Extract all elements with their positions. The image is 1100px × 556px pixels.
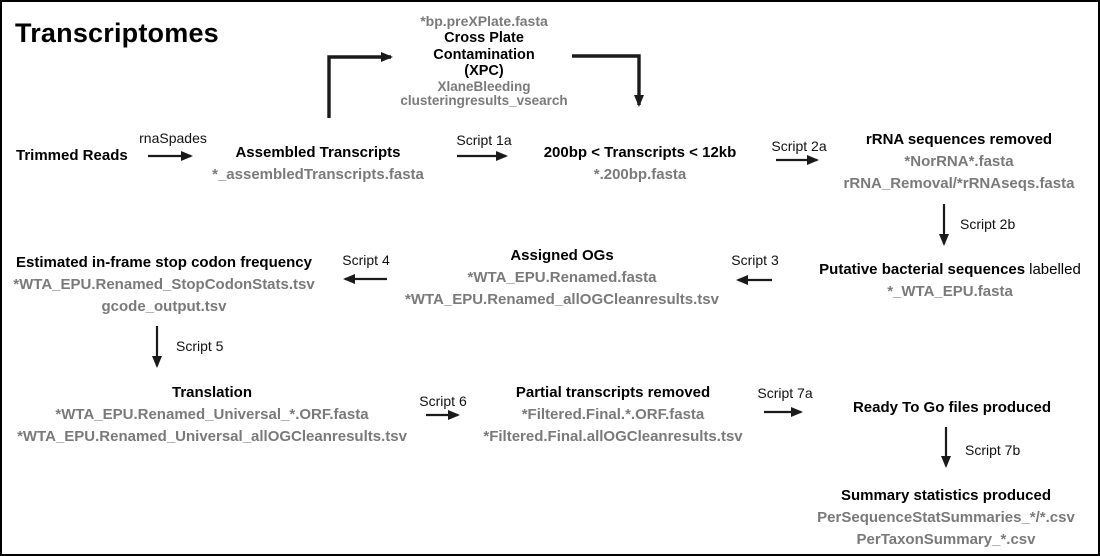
edge-label-script-2b: Script 2b bbox=[960, 216, 1016, 232]
file-name: *NorRNA*.fasta bbox=[904, 153, 1014, 170]
page-title: Transcriptomes bbox=[15, 18, 219, 48]
node-length-filtered: 200bp < Transcripts < 12kb *.200bp.fasta bbox=[544, 142, 737, 186]
file-name: PerSequenceStatSummaries_*/*.csv bbox=[817, 509, 1075, 526]
node-partial-transcripts-removed: Partial transcripts removed *Filtered.Fi… bbox=[483, 382, 742, 448]
node-title: Summary statistics produced bbox=[840, 487, 1052, 504]
arrow-xpc-to-length-filter bbox=[572, 54, 644, 107]
node-title: Estimated in-frame stop codon frequency bbox=[16, 254, 312, 271]
file-name: XlaneBleeding bbox=[437, 78, 531, 94]
file-name: *WTA_EPU.Renamed_allOGCleanresults.tsv bbox=[405, 291, 719, 308]
node-title: Assembled Transcripts bbox=[235, 144, 401, 161]
edge-label-script-3: Script 3 bbox=[731, 252, 779, 268]
node-summary-statistics: Summary statistics produced PerSequenceS… bbox=[817, 485, 1075, 551]
edge-label-rnaspades: rnaSpades bbox=[139, 130, 207, 146]
edge-label-script-2a: Script 2a bbox=[771, 138, 827, 154]
node-title: Assigned OGs bbox=[510, 247, 614, 264]
file-name: *_assembledTranscripts.fasta bbox=[212, 166, 424, 183]
file-name: clusteringresults_vsearch bbox=[400, 93, 568, 108]
node-title: rRNA sequences removed bbox=[865, 131, 1053, 148]
arrow-assembled-to-xpc bbox=[327, 52, 393, 118]
node-title-regular: labelled bbox=[1029, 261, 1081, 278]
node-assigned-ogs: Assigned OGs *WTA_EPU.Renamed.fasta *WTA… bbox=[405, 245, 719, 311]
file-name: PerTaxonSummary_*.csv bbox=[856, 531, 1036, 548]
node-rrna-removed: rRNA sequences removed *NorRNA*.fasta rR… bbox=[844, 129, 1075, 195]
node-translation: Translation *WTA_EPU.Renamed_Universal_*… bbox=[17, 382, 407, 448]
file-name: *Filtered.Final.*.ORF.fasta bbox=[521, 406, 705, 423]
file-name: *.200bp.fasta bbox=[593, 166, 687, 183]
edge-label-script-7a: Script 7a bbox=[757, 385, 813, 401]
node-cross-plate-contamination: *bp.preXPlate.fasta Cross Plate Contamin… bbox=[400, 13, 567, 109]
file-name: *WTA_EPU.Renamed_Universal_*.ORF.fasta bbox=[55, 406, 369, 423]
file-name: *WTA_EPU.Renamed_Universal_allOGCleanres… bbox=[17, 428, 407, 445]
file-name: *_WTA_EPU.fasta bbox=[887, 283, 1013, 300]
node-title-line: Contamination bbox=[433, 46, 535, 63]
node-trimmed-reads: Trimmed Reads bbox=[16, 145, 128, 167]
file-name: rRNA_Removal/*rRNAseqs.fasta bbox=[843, 175, 1075, 192]
node-title-bold: Putative bacterial sequences bbox=[819, 261, 1026, 278]
node-title-line: Cross Plate bbox=[444, 30, 524, 46]
node-title: Partial transcripts removed bbox=[515, 384, 711, 401]
file-name: *WTA_EPU.Renamed_StopCodonStats.tsv bbox=[13, 276, 315, 293]
file-name: *bp.preXPlate.fasta bbox=[420, 13, 548, 29]
edge-label-script-1a: Script 1a bbox=[456, 132, 512, 148]
edge-label-script-6: Script 6 bbox=[419, 393, 467, 409]
node-title: 200bp < Transcripts < 12kb bbox=[543, 144, 737, 161]
node-title: Trimmed Reads bbox=[16, 147, 128, 164]
node-title: Ready To Go files produced bbox=[852, 399, 1052, 416]
node-stop-codon-frequency: Estimated in-frame stop codon frequency … bbox=[13, 252, 314, 318]
edge-label-script-7b: Script 7b bbox=[965, 442, 1021, 458]
node-assembled-transcripts: Assembled Transcripts *_assembledTranscr… bbox=[212, 142, 424, 186]
node-title: Translation bbox=[171, 384, 253, 401]
node-ready-to-go: Ready To Go files produced bbox=[853, 397, 1051, 419]
file-name: gcode_output.tsv bbox=[101, 298, 227, 315]
edge-label-script-5: Script 5 bbox=[176, 338, 224, 354]
edge-label-script-4: Script 4 bbox=[342, 252, 390, 268]
node-title-line: (XPC) bbox=[464, 63, 504, 79]
file-name: *WTA_EPU.Renamed.fasta bbox=[467, 269, 657, 286]
file-name: *Filtered.Final.allOGCleanresults.tsv bbox=[483, 428, 743, 445]
